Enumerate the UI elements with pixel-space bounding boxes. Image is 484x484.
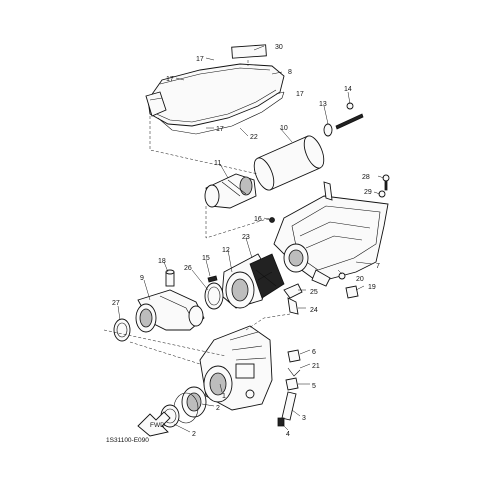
intake-duct bbox=[135, 289, 205, 333]
callout-8: 8 bbox=[288, 69, 292, 76]
hose-24 bbox=[287, 297, 299, 315]
callout-3: 3 bbox=[302, 415, 306, 422]
fwd-label: FWD bbox=[150, 422, 165, 429]
washer bbox=[323, 123, 333, 137]
hose-21 bbox=[287, 367, 301, 377]
duct-clamp bbox=[113, 318, 131, 342]
callout-25: 25 bbox=[310, 289, 318, 296]
callout-19: 19 bbox=[368, 284, 376, 291]
callout-9: 9 bbox=[140, 275, 144, 282]
air-cleaner-case bbox=[273, 181, 389, 287]
drawing-code: 1S31100-E090 bbox=[106, 437, 149, 444]
bolt-28 bbox=[382, 174, 390, 191]
bolt-15 bbox=[207, 275, 218, 283]
small-sensor bbox=[165, 269, 175, 287]
callout-26: 26 bbox=[184, 265, 192, 272]
callout-14: 14 bbox=[344, 86, 352, 93]
fitting-25 bbox=[283, 283, 303, 299]
callout-15: 15 bbox=[202, 255, 210, 262]
cover-seal bbox=[157, 91, 285, 135]
callout-12: 12 bbox=[222, 247, 230, 254]
callout-29: 29 bbox=[364, 189, 372, 196]
callout-28: 28 bbox=[362, 174, 370, 181]
callout-2a: 2 bbox=[216, 405, 220, 412]
callout-17c: 17 bbox=[296, 91, 304, 98]
callout-17d: 17 bbox=[216, 126, 224, 133]
callout-21: 21 bbox=[312, 363, 320, 370]
callout-6: 6 bbox=[312, 349, 316, 356]
callout-7: 7 bbox=[376, 263, 380, 270]
throttle-body bbox=[199, 325, 273, 411]
callout-16: 16 bbox=[254, 216, 262, 223]
callout-10: 10 bbox=[280, 125, 288, 132]
callout-18: 18 bbox=[158, 258, 166, 265]
callout-17a: 17 bbox=[196, 56, 204, 63]
callout-30: 30 bbox=[275, 44, 283, 51]
fwd-arrow-icon: FWD bbox=[137, 411, 171, 437]
callout-2b: 2 bbox=[192, 431, 196, 438]
grommet-20 bbox=[338, 272, 346, 280]
callout-1: 1 bbox=[222, 393, 226, 400]
intake-funnel bbox=[249, 253, 285, 299]
leader-lines bbox=[117, 45, 385, 433]
callout-24: 24 bbox=[310, 307, 318, 314]
callout-11: 11 bbox=[214, 160, 221, 167]
callout-4: 4 bbox=[286, 431, 290, 438]
long-bolt bbox=[335, 102, 364, 130]
carb-joint bbox=[173, 386, 207, 424]
hose-clip-5 bbox=[285, 377, 299, 391]
element-cage bbox=[204, 173, 257, 209]
callout-20: 20 bbox=[356, 276, 364, 283]
drain-tube-3 bbox=[281, 391, 297, 421]
callout-23: 23 bbox=[242, 234, 250, 241]
callout-22: 22 bbox=[250, 134, 258, 141]
screw-16 bbox=[269, 217, 275, 223]
air-cleaner-cover bbox=[145, 44, 285, 127]
callout-17b: 17 bbox=[166, 76, 174, 83]
callout-5: 5 bbox=[312, 383, 316, 390]
drain-hose bbox=[345, 285, 359, 299]
air-filter-element bbox=[253, 135, 325, 191]
collar-29 bbox=[378, 190, 386, 198]
callout-numbers: 30 17 8 17 17 22 17 13 14 10 11 28 29 16… bbox=[112, 44, 380, 438]
callout-13: 13 bbox=[319, 101, 327, 108]
callout-27: 27 bbox=[112, 300, 120, 307]
hose-6 bbox=[287, 349, 301, 363]
